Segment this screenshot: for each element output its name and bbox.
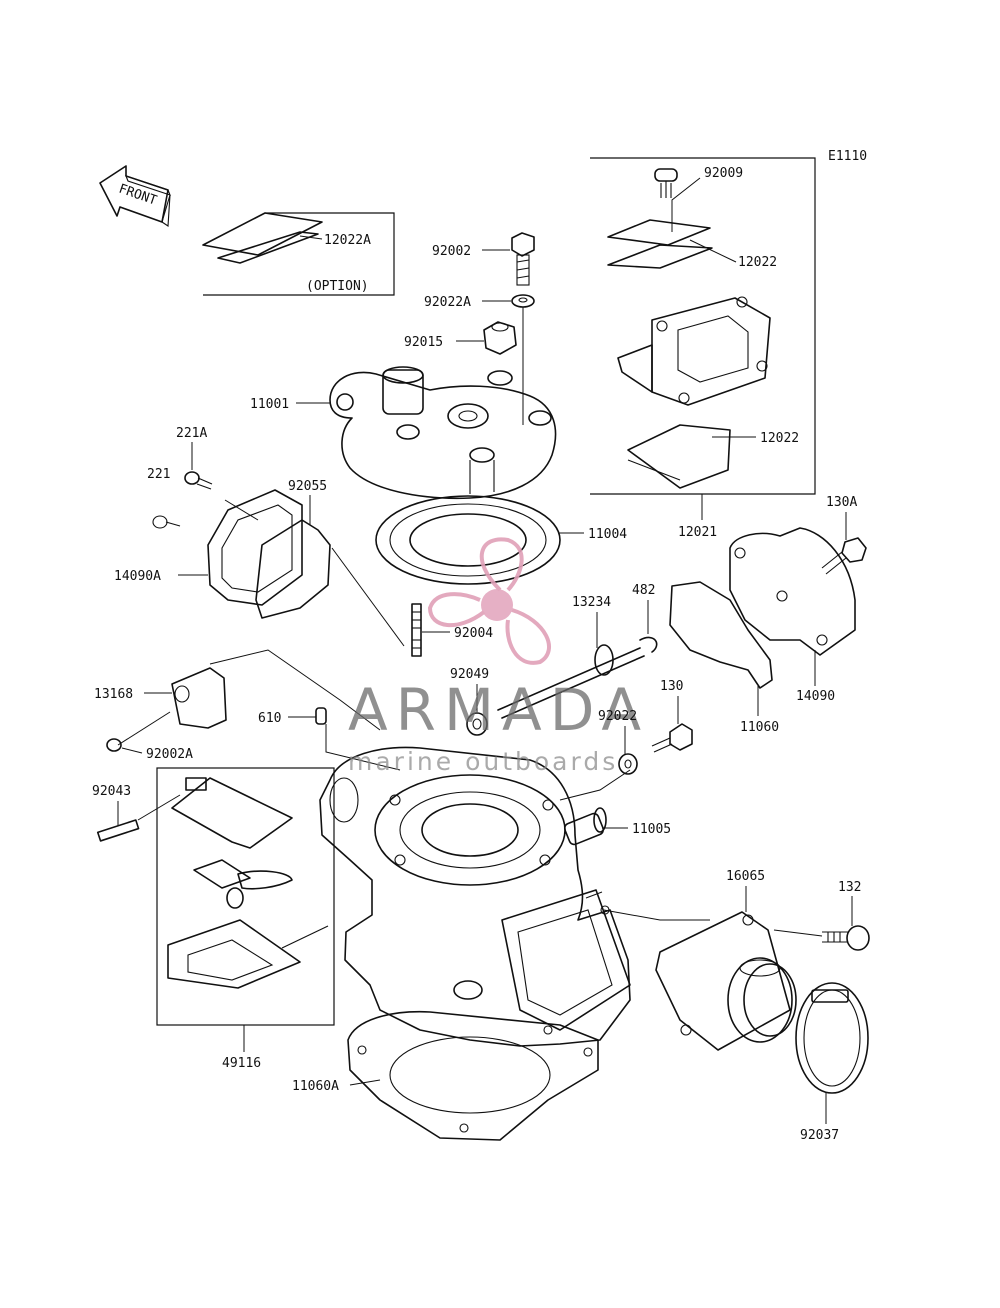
part-label-92037: 92037 xyxy=(800,1128,839,1143)
part-label-13168: 13168 xyxy=(94,687,133,702)
part-label-11004: 11004 xyxy=(588,527,627,542)
seal-92049 xyxy=(466,712,488,736)
part-label-11001: 11001 xyxy=(250,397,289,412)
part-label-130: 130 xyxy=(660,679,683,694)
part-label-11005: 11005 xyxy=(632,822,671,837)
part-label-221a: 221A xyxy=(176,426,207,441)
connector-line xyxy=(224,499,259,521)
leader-12022a xyxy=(299,235,323,240)
washer-92022 xyxy=(618,753,638,775)
bolt-221 xyxy=(184,471,213,490)
front-arrow-icon: FRONT xyxy=(99,165,171,227)
bolt-132 xyxy=(822,925,870,951)
leader-12022 xyxy=(689,239,737,263)
part-label-92055: 92055 xyxy=(288,479,327,494)
part-label-92002a: 92002A xyxy=(146,747,193,762)
part-label-92049: 92049 xyxy=(450,667,489,682)
gasket-11060 xyxy=(669,581,773,689)
intake-manifold xyxy=(655,911,797,1051)
bolt-130 xyxy=(651,723,693,753)
cover-14090 xyxy=(729,527,856,656)
part-label-132: 132 xyxy=(838,880,861,895)
cylinder-head xyxy=(329,366,557,500)
diagram-code: E1110 xyxy=(828,149,867,164)
o-ring-92055 xyxy=(255,519,331,619)
part-label-11060a: 11060A xyxy=(292,1079,339,1094)
nut-92015 xyxy=(483,321,517,355)
leader-lines xyxy=(117,177,853,1124)
connector-line xyxy=(603,909,710,921)
bracket-13168 xyxy=(106,667,227,752)
watermark-brand: ARMADA xyxy=(348,676,649,744)
part-label-13234: 13234 xyxy=(572,595,611,610)
part-label-11060: 11060 xyxy=(740,720,779,735)
connector-line xyxy=(209,649,381,731)
leader-92009 xyxy=(671,177,701,232)
dowel-610 xyxy=(315,707,327,725)
part-label-14090: 14090 xyxy=(796,689,835,704)
part-label-14090a: 14090A xyxy=(114,569,161,584)
part-labels: 92009 12022A 92002 12022 92022A 92015 11001 120… xyxy=(92,166,861,1143)
connector-line xyxy=(137,794,181,821)
cover-14090A xyxy=(152,489,303,606)
leader-11060a xyxy=(349,1079,381,1086)
connector-line xyxy=(325,724,401,771)
part-label-12022a: 12022A xyxy=(324,233,371,248)
part-label-482: 482 xyxy=(632,583,655,598)
option-box: (OPTION) xyxy=(202,212,395,296)
part-label-92022: 92022 xyxy=(598,709,637,724)
cylinder-block xyxy=(319,746,631,1047)
propeller-logo-icon xyxy=(427,537,551,665)
part-label-16065: 16065 xyxy=(726,869,765,884)
bolt-130A xyxy=(821,537,867,575)
shaft-13234 xyxy=(497,636,658,719)
connector-line xyxy=(585,891,603,899)
part-label-49116: 49116 xyxy=(222,1056,261,1071)
pin-92043 xyxy=(96,819,140,842)
part-label-92022a: 92022A xyxy=(424,295,471,310)
connector-line xyxy=(331,547,405,647)
stud-92004 xyxy=(411,603,422,657)
part-label-12022: 12022 xyxy=(738,255,777,270)
bolt-92002 xyxy=(511,232,535,286)
connector-line xyxy=(117,711,171,746)
leader-92002a xyxy=(121,747,143,754)
part-label-221: 221 xyxy=(147,467,170,482)
head-gasket xyxy=(375,495,561,585)
washer-92022A xyxy=(511,294,535,308)
part-label-12022: 12022 xyxy=(760,431,799,446)
clamp-92037 xyxy=(795,982,869,1094)
connector-line xyxy=(773,929,823,937)
watermark-tagline: marine outboards xyxy=(348,747,618,776)
fitting-11005 xyxy=(563,807,607,846)
part-label-92002: 92002 xyxy=(432,244,471,259)
part-label-12021: 12021 xyxy=(678,525,717,540)
part-label-92043: 92043 xyxy=(92,784,131,799)
part-label-92015: 92015 xyxy=(404,335,443,350)
valve-kit-box xyxy=(156,767,335,1026)
part-label-92009: 92009 xyxy=(704,166,743,181)
part-label-610: 610 xyxy=(258,711,281,726)
part-label-92004: 92004 xyxy=(454,626,493,641)
base-gasket xyxy=(347,1010,599,1141)
reed-valve-box xyxy=(590,157,816,495)
part-label-130a: 130A xyxy=(826,495,857,510)
watermark: ARMADA marine outboards xyxy=(348,537,649,776)
option-label: (OPTION) xyxy=(306,279,369,294)
connector-line xyxy=(559,769,631,801)
